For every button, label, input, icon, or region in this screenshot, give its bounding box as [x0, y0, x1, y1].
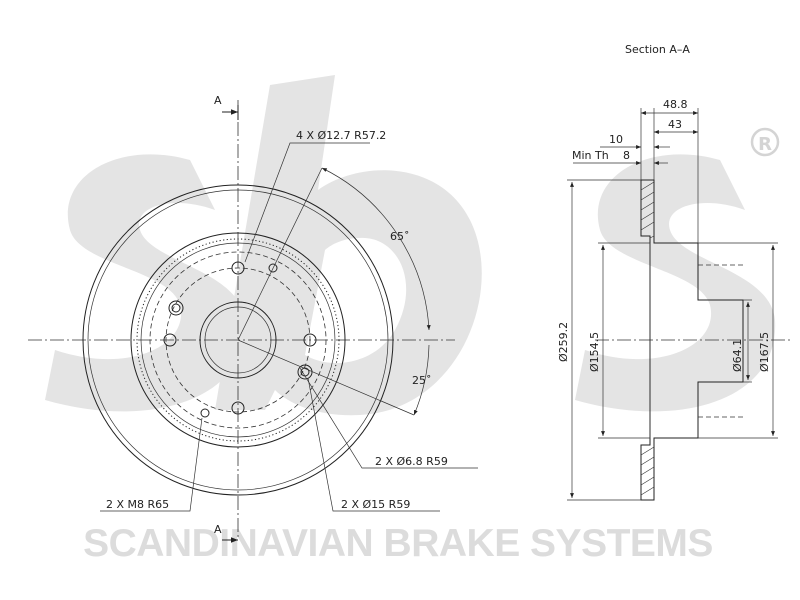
callout-bolt-holes: 4 X Ø12.7 R57.2: [296, 129, 386, 142]
center-bore: [199, 301, 277, 379]
bolt-hole: [303, 333, 317, 347]
angle-arc-lower: [413, 344, 430, 416]
angle-arc-upper: [321, 167, 431, 331]
large-hole: [168, 300, 184, 316]
bolt-circle-hidden: [149, 251, 327, 429]
thread-hole: [200, 408, 210, 418]
section-label-bottom: A: [214, 523, 222, 536]
hat-width: 43: [668, 118, 682, 131]
small-hole: [268, 263, 278, 273]
angle-ray-upper: [237, 167, 323, 341]
section-view: 48.8 43 10 Min Th 8 Ø259.2 Ø154.5 Ø64.1 …: [557, 98, 790, 501]
hat-outer-edge: [130, 232, 346, 448]
bolt-hole: [231, 401, 245, 415]
center-bore-chamfer: [204, 306, 272, 374]
hat-outer-diameter: Ø167.5: [758, 332, 771, 372]
sbs-watermark-logo: [45, 75, 776, 416]
leader-small-holes: [299, 367, 478, 469]
bolt-holes: [163, 261, 317, 415]
angle-lower: 25˚: [412, 374, 432, 387]
thickness: 10: [609, 133, 623, 146]
large-hole-inner: [171, 303, 181, 313]
leader-bolt-holes: [244, 142, 370, 263]
leader-large-holes: [307, 377, 440, 512]
disc-outer-chamfer: [87, 189, 389, 491]
angle-ray-lower: [237, 339, 415, 416]
overall-width: 48.8: [663, 98, 688, 111]
svg-text:R: R: [758, 134, 772, 155]
disc-diameter: Ø259.2: [557, 322, 570, 362]
bolt-hole: [231, 261, 245, 275]
hat-inner-diameter: Ø154.5: [588, 332, 601, 372]
disc-outer-edge: [82, 184, 394, 496]
min-thickness-value: 8: [623, 149, 630, 162]
company-watermark: SCANDINAVIAN BRAKE SYSTEMS: [83, 522, 713, 565]
callout-threads: 2 X M8 R65: [106, 498, 169, 511]
section-hatching: [640, 181, 655, 496]
section-label-top: A: [214, 94, 222, 107]
center-bore-diameter: Ø64.1: [731, 339, 744, 372]
large-hole: [297, 364, 313, 380]
section-title: Section A–A: [625, 43, 690, 56]
registered-mark: R: [750, 127, 780, 157]
knurled-ring: [136, 238, 340, 442]
leader-threads: [100, 417, 203, 512]
front-view: A A 4 X Ø12.7 R57.2: [28, 94, 478, 543]
min-thickness-label: Min Th: [572, 149, 609, 162]
callout-large-holes: 2 X Ø15 R59: [341, 498, 410, 511]
hat-wall-hidden: [165, 267, 311, 413]
angle-upper: 65˚: [390, 230, 410, 243]
bolt-hole: [163, 333, 177, 347]
hat-inner-edge: [140, 242, 336, 438]
callout-small-holes: 2 X Ø6.8 R59: [375, 455, 448, 468]
